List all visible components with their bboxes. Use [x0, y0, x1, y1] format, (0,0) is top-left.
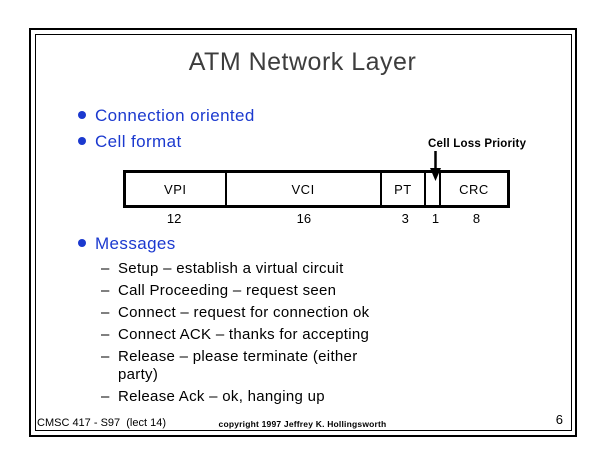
- bit-width-value: 8: [472, 211, 481, 226]
- slide-outer-border: [29, 28, 577, 437]
- footer-copyright: copyright 1997 Jeffrey K. Hollingsworth: [218, 419, 387, 429]
- cell-format-field-clp: [426, 173, 442, 205]
- message-text: Call Proceeding – request seen: [118, 282, 337, 299]
- page-number: 6: [555, 412, 563, 427]
- message-item: – Release – please terminate (either par…: [101, 348, 461, 383]
- cell-format-diagram: VPI VCI PT CRC: [123, 170, 510, 208]
- cell-format-field-vci: VCI: [227, 173, 382, 205]
- message-text: Release Ack – ok, hanging up: [118, 387, 325, 405]
- bit-width-value: 1: [431, 211, 440, 226]
- bit-width-value: 3: [401, 211, 409, 226]
- message-text: Connect ACK – thanks for accepting: [118, 326, 370, 343]
- cell-format-field-crc: CRC: [441, 173, 507, 205]
- message-item: – Release Ack – ok, hanging up: [101, 388, 461, 406]
- bullet-dot-icon: [78, 137, 86, 145]
- message-item: – Setup – establish a virtual circuit: [101, 260, 461, 278]
- bullet-label: Connection oriented: [95, 106, 255, 125]
- message-item: – Call Proceeding – request seen: [101, 282, 461, 300]
- bit-width-value: 12: [166, 211, 182, 226]
- field-bit-widths-row: 12 16 3 1 8: [123, 211, 510, 226]
- message-item: – Connect ACK – thanks for accepting: [101, 326, 461, 344]
- dash-marker: –: [101, 387, 110, 405]
- message-text: Connect – request for connection ok: [118, 304, 370, 321]
- cell-format-field-vpi: VPI: [126, 173, 227, 205]
- message-list: – Setup – establish a virtual circuit – …: [101, 260, 461, 410]
- dash-marker: –: [101, 304, 110, 321]
- message-text: Setup – establish a virtual circuit: [118, 260, 344, 277]
- dash-marker: –: [101, 348, 110, 365]
- dash-marker: –: [101, 326, 110, 343]
- down-arrow-icon: [430, 151, 441, 181]
- cell-loss-priority-label: Cell Loss Priority: [428, 138, 527, 150]
- field-label: VCI: [291, 181, 315, 197]
- footer-course-label: CMSC 417 - S97 (lect 14): [37, 417, 166, 429]
- bullet-item-messages: Messages: [78, 234, 176, 254]
- message-text: Release – please terminate (either party…: [118, 348, 358, 383]
- bit-width-value: 16: [296, 211, 312, 226]
- slide-title: ATM Network Layer: [188, 48, 417, 76]
- dash-marker: –: [101, 282, 110, 299]
- messages-heading: Messages: [95, 234, 176, 253]
- bullet-dot-icon: [78, 111, 86, 119]
- dash-marker: –: [101, 260, 110, 277]
- bullet-item-cell-format: Cell format: [78, 132, 182, 152]
- bullet-dot-icon: [78, 239, 86, 247]
- bullet-label: Cell format: [95, 132, 182, 151]
- field-label: PT: [394, 181, 412, 197]
- message-item: – Connect – request for connection ok: [101, 304, 461, 322]
- field-label: VPI: [164, 181, 187, 197]
- slide-inner-border: [35, 34, 572, 431]
- field-label: CRC: [459, 181, 489, 197]
- bullet-item-connection-oriented: Connection oriented: [78, 106, 255, 126]
- cell-format-field-pt: PT: [382, 173, 427, 205]
